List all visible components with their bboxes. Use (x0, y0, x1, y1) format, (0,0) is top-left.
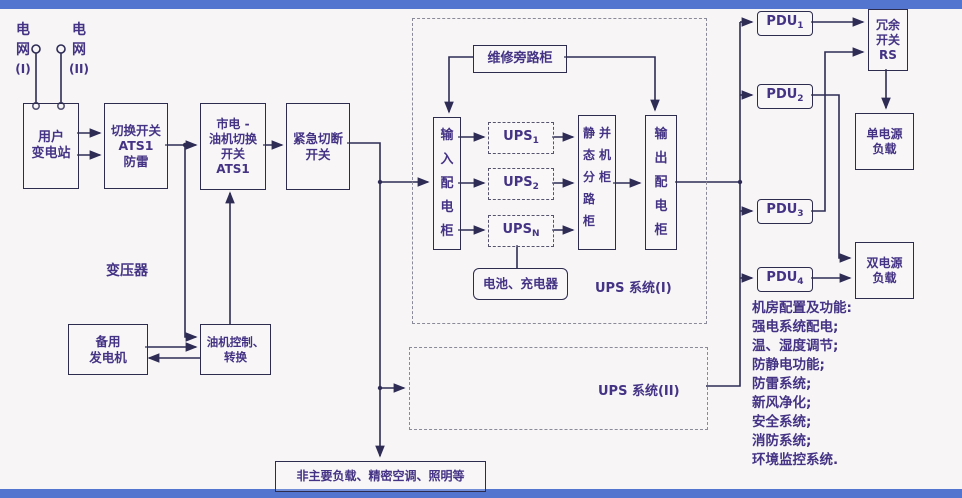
single-power-load-box: 单电源 负载 (855, 113, 914, 170)
generator-control-box: 油机控制、 转换 (200, 324, 271, 375)
feature-item: 防静电功能; (752, 357, 825, 373)
room-configuration-list: 机房配置及功能: 强电系统配电; 温、湿度调节; 防静电功能; 防雷系统; 新风… (752, 299, 957, 470)
user-substation-box: 用户 变电站 (23, 103, 79, 189)
input-distribution-cabinet-box: 输入配电柜 (433, 117, 461, 250)
feature-item: 新风净化; (752, 395, 812, 411)
static-parallel-branch-cabinet-box: 静态分路柜 并机柜 (578, 115, 616, 250)
ups-unit-2-box: UPS2 (488, 168, 554, 200)
feature-item: 环境监控系统. (752, 452, 839, 468)
feature-item: 防雷系统; (752, 376, 812, 392)
pdu-4-box: PDU4 (757, 267, 813, 292)
dual-power-load-box: 双电源 负载 (855, 242, 914, 299)
pdu-1-box: PDU1 (757, 11, 813, 36)
maintenance-bypass-cabinet-box: 维修旁路柜 (473, 45, 567, 73)
grid-source-1-number: (I) (15, 62, 31, 76)
ups-system-2-group (409, 347, 708, 430)
standby-generator-box: 备用 发电机 (68, 324, 148, 375)
ups-system-1-group (412, 18, 707, 324)
battery-charger-box: 电池、充电器 (473, 268, 568, 300)
top-blue-band (0, 0, 962, 9)
grid-source-1-label: 电网 (I) (8, 20, 38, 76)
feature-item: 消防系统; (752, 433, 812, 449)
room-configuration-title: 机房配置及功能: (752, 300, 852, 316)
non-critical-loads-box: 非主要负载、精密空调、照明等 (275, 461, 486, 492)
grid-source-2-number: (II) (69, 62, 89, 76)
pdu-3-box: PDU3 (757, 199, 813, 224)
feature-item: 强电系统配电; (752, 319, 839, 335)
ups-system-1-label: UPS 系统(I) (595, 281, 672, 296)
feature-item: 温、湿度调节; (752, 338, 839, 354)
grid-source-2-name: 电网 (72, 22, 86, 58)
ups-system-2-label: UPS 系统(II) (598, 384, 680, 399)
grid-source-2-label: 电网 (II) (62, 20, 96, 76)
redundant-switch-rs-box: 冗余 开关 RS (868, 9, 908, 71)
mains-generator-switch-box: 市电 - 油机切换 开关 ATS1 (200, 103, 266, 190)
ups-unit-n-box: UPSN (488, 215, 554, 247)
bottom-blue-band (0, 489, 962, 498)
pdu-2-box: PDU2 (757, 84, 813, 109)
output-distribution-cabinet-box: 输出配电柜 (645, 115, 677, 250)
emergency-cutoff-switch-box: 紧急切断 开关 (286, 103, 350, 190)
feature-item: 安全系统; (752, 414, 812, 430)
transformer-label: 变压器 (106, 263, 148, 279)
grid-source-1-name: 电网 (16, 22, 30, 58)
transfer-switch-ats1-box: 切换开关 ATS1 防雷 (104, 103, 168, 189)
ups-unit-1-box: UPS1 (488, 122, 554, 154)
